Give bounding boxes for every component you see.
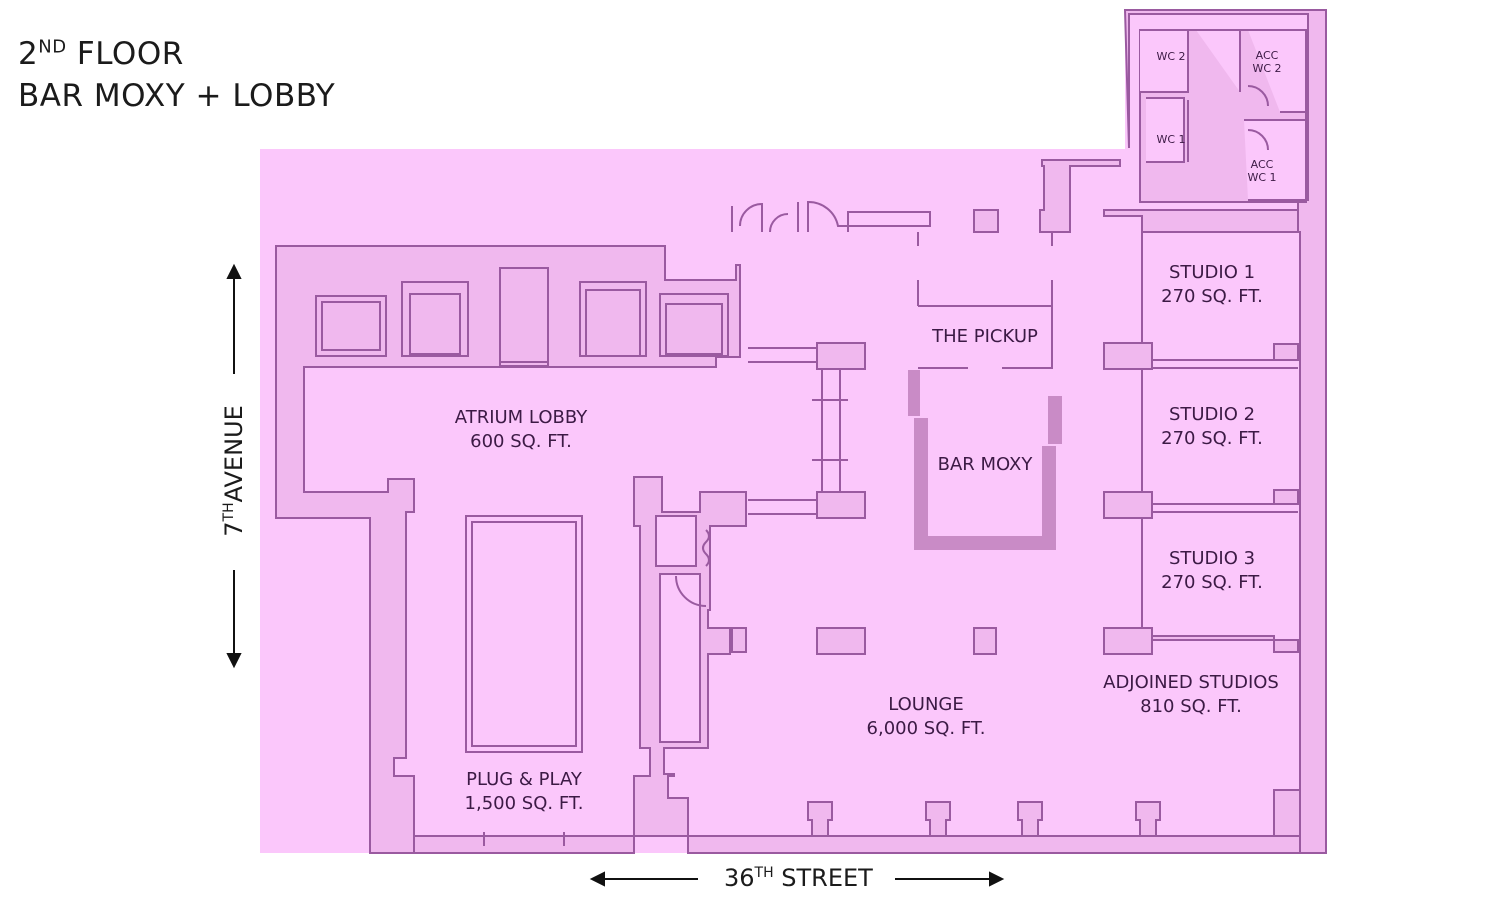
room-name: STUDIO 2: [1168, 404, 1256, 425]
room-bar-moxy: BAR MOXY: [910, 453, 1060, 477]
column: [1039, 159, 1121, 233]
room-area: 600 SQ. FT.: [470, 431, 572, 452]
column: [973, 209, 999, 233]
room-studio-2: STUDIO 2 270 SQ. FT.: [1142, 403, 1282, 451]
room-name: PLUG & PLAY: [466, 769, 582, 790]
avenue-number: 7: [220, 521, 248, 537]
floor-subtitle: BAR MOXY + LOBBY: [18, 78, 336, 114]
bottom-wall: [413, 835, 635, 854]
column: [816, 491, 866, 519]
room-adjoined-studios: ADJOINED STUDIOS 810 SQ. FT.: [1090, 671, 1292, 719]
elevator-1: [315, 295, 387, 357]
bottom-wall-right: [687, 835, 1301, 854]
room-name: BAR MOXY: [937, 454, 1033, 475]
column: [1103, 627, 1153, 655]
bar-column: [908, 370, 920, 416]
floor-number-suffix: ND: [38, 36, 67, 58]
street-number: 36: [724, 864, 755, 892]
room-area: 1,500 SQ. FT.: [464, 793, 584, 814]
restroom-wc-label: WC 1: [1247, 171, 1277, 184]
room-atrium-lobby: ATRIUM LOBBY 600 SQ. FT.: [421, 406, 621, 454]
avenue-word: AVENUE: [220, 405, 248, 503]
restroom-wc-2: WC 2: [1156, 50, 1186, 63]
avenue-suffix: TH: [221, 502, 237, 522]
restroom-acc-wc-1: ACC WC 1: [1237, 158, 1287, 184]
room-name: ATRIUM LOBBY: [454, 407, 588, 428]
restroom-acc-label: ACC: [1250, 158, 1274, 171]
pilaster: [807, 801, 833, 837]
room-name: ADJOINED STUDIOS: [1103, 672, 1279, 693]
column: [973, 627, 997, 655]
column: [1103, 491, 1153, 519]
column: [1103, 342, 1153, 370]
room-the-pickup: THE PICKUP: [910, 325, 1060, 349]
room-studio-1: STUDIO 1 270 SQ. FT.: [1142, 261, 1282, 309]
room-area: 270 SQ. FT.: [1161, 428, 1263, 449]
street-suffix: TH: [754, 865, 774, 881]
room-area: 6,000 SQ. FT.: [866, 718, 986, 739]
the-pickup: [918, 305, 1053, 369]
floor-title: 2ND FLOOR: [18, 36, 184, 72]
room-plug-and-play: PLUG & PLAY 1,500 SQ. FT.: [424, 768, 624, 816]
pilaster: [1135, 801, 1161, 837]
room-name: THE PICKUP: [932, 326, 1038, 347]
restroom-acc-label: ACC: [1255, 49, 1279, 62]
pilaster: [1017, 801, 1043, 837]
room-lounge: LOUNGE 6,000 SQ. FT.: [826, 693, 1026, 741]
studios-wall: [1103, 209, 1299, 653]
street-word: STREET: [781, 864, 873, 892]
restroom-wc-label: WC 2: [1252, 62, 1282, 75]
column: [816, 627, 866, 655]
room-name: LOUNGE: [888, 694, 964, 715]
room-area: 270 SQ. FT.: [1161, 572, 1263, 593]
pilaster: [925, 801, 951, 837]
bar-column: [1048, 396, 1062, 444]
column: [816, 342, 866, 370]
elevator-3: [499, 267, 549, 367]
room-area: 270 SQ. FT.: [1161, 286, 1263, 307]
room-name: STUDIO 1: [1168, 262, 1256, 283]
street-label: 36TH STREET: [724, 864, 873, 892]
floor-number: 2: [18, 36, 39, 72]
elevator-4: [579, 281, 647, 357]
floor-word: FLOOR: [76, 36, 184, 72]
room-studio-3: STUDIO 3 270 SQ. FT.: [1142, 547, 1282, 595]
room-area: 810 SQ. FT.: [1140, 696, 1242, 717]
plug-play-table: [465, 515, 583, 753]
room-name: STUDIO 3: [1168, 548, 1256, 569]
restroom-wc-1: WC 1: [1156, 133, 1186, 146]
entry-doors: [731, 200, 931, 233]
restroom-acc-wc-2: ACC WC 2: [1242, 49, 1292, 75]
bar-counter: [914, 418, 1056, 550]
avenue-label: 7THAVENUE: [220, 401, 248, 541]
